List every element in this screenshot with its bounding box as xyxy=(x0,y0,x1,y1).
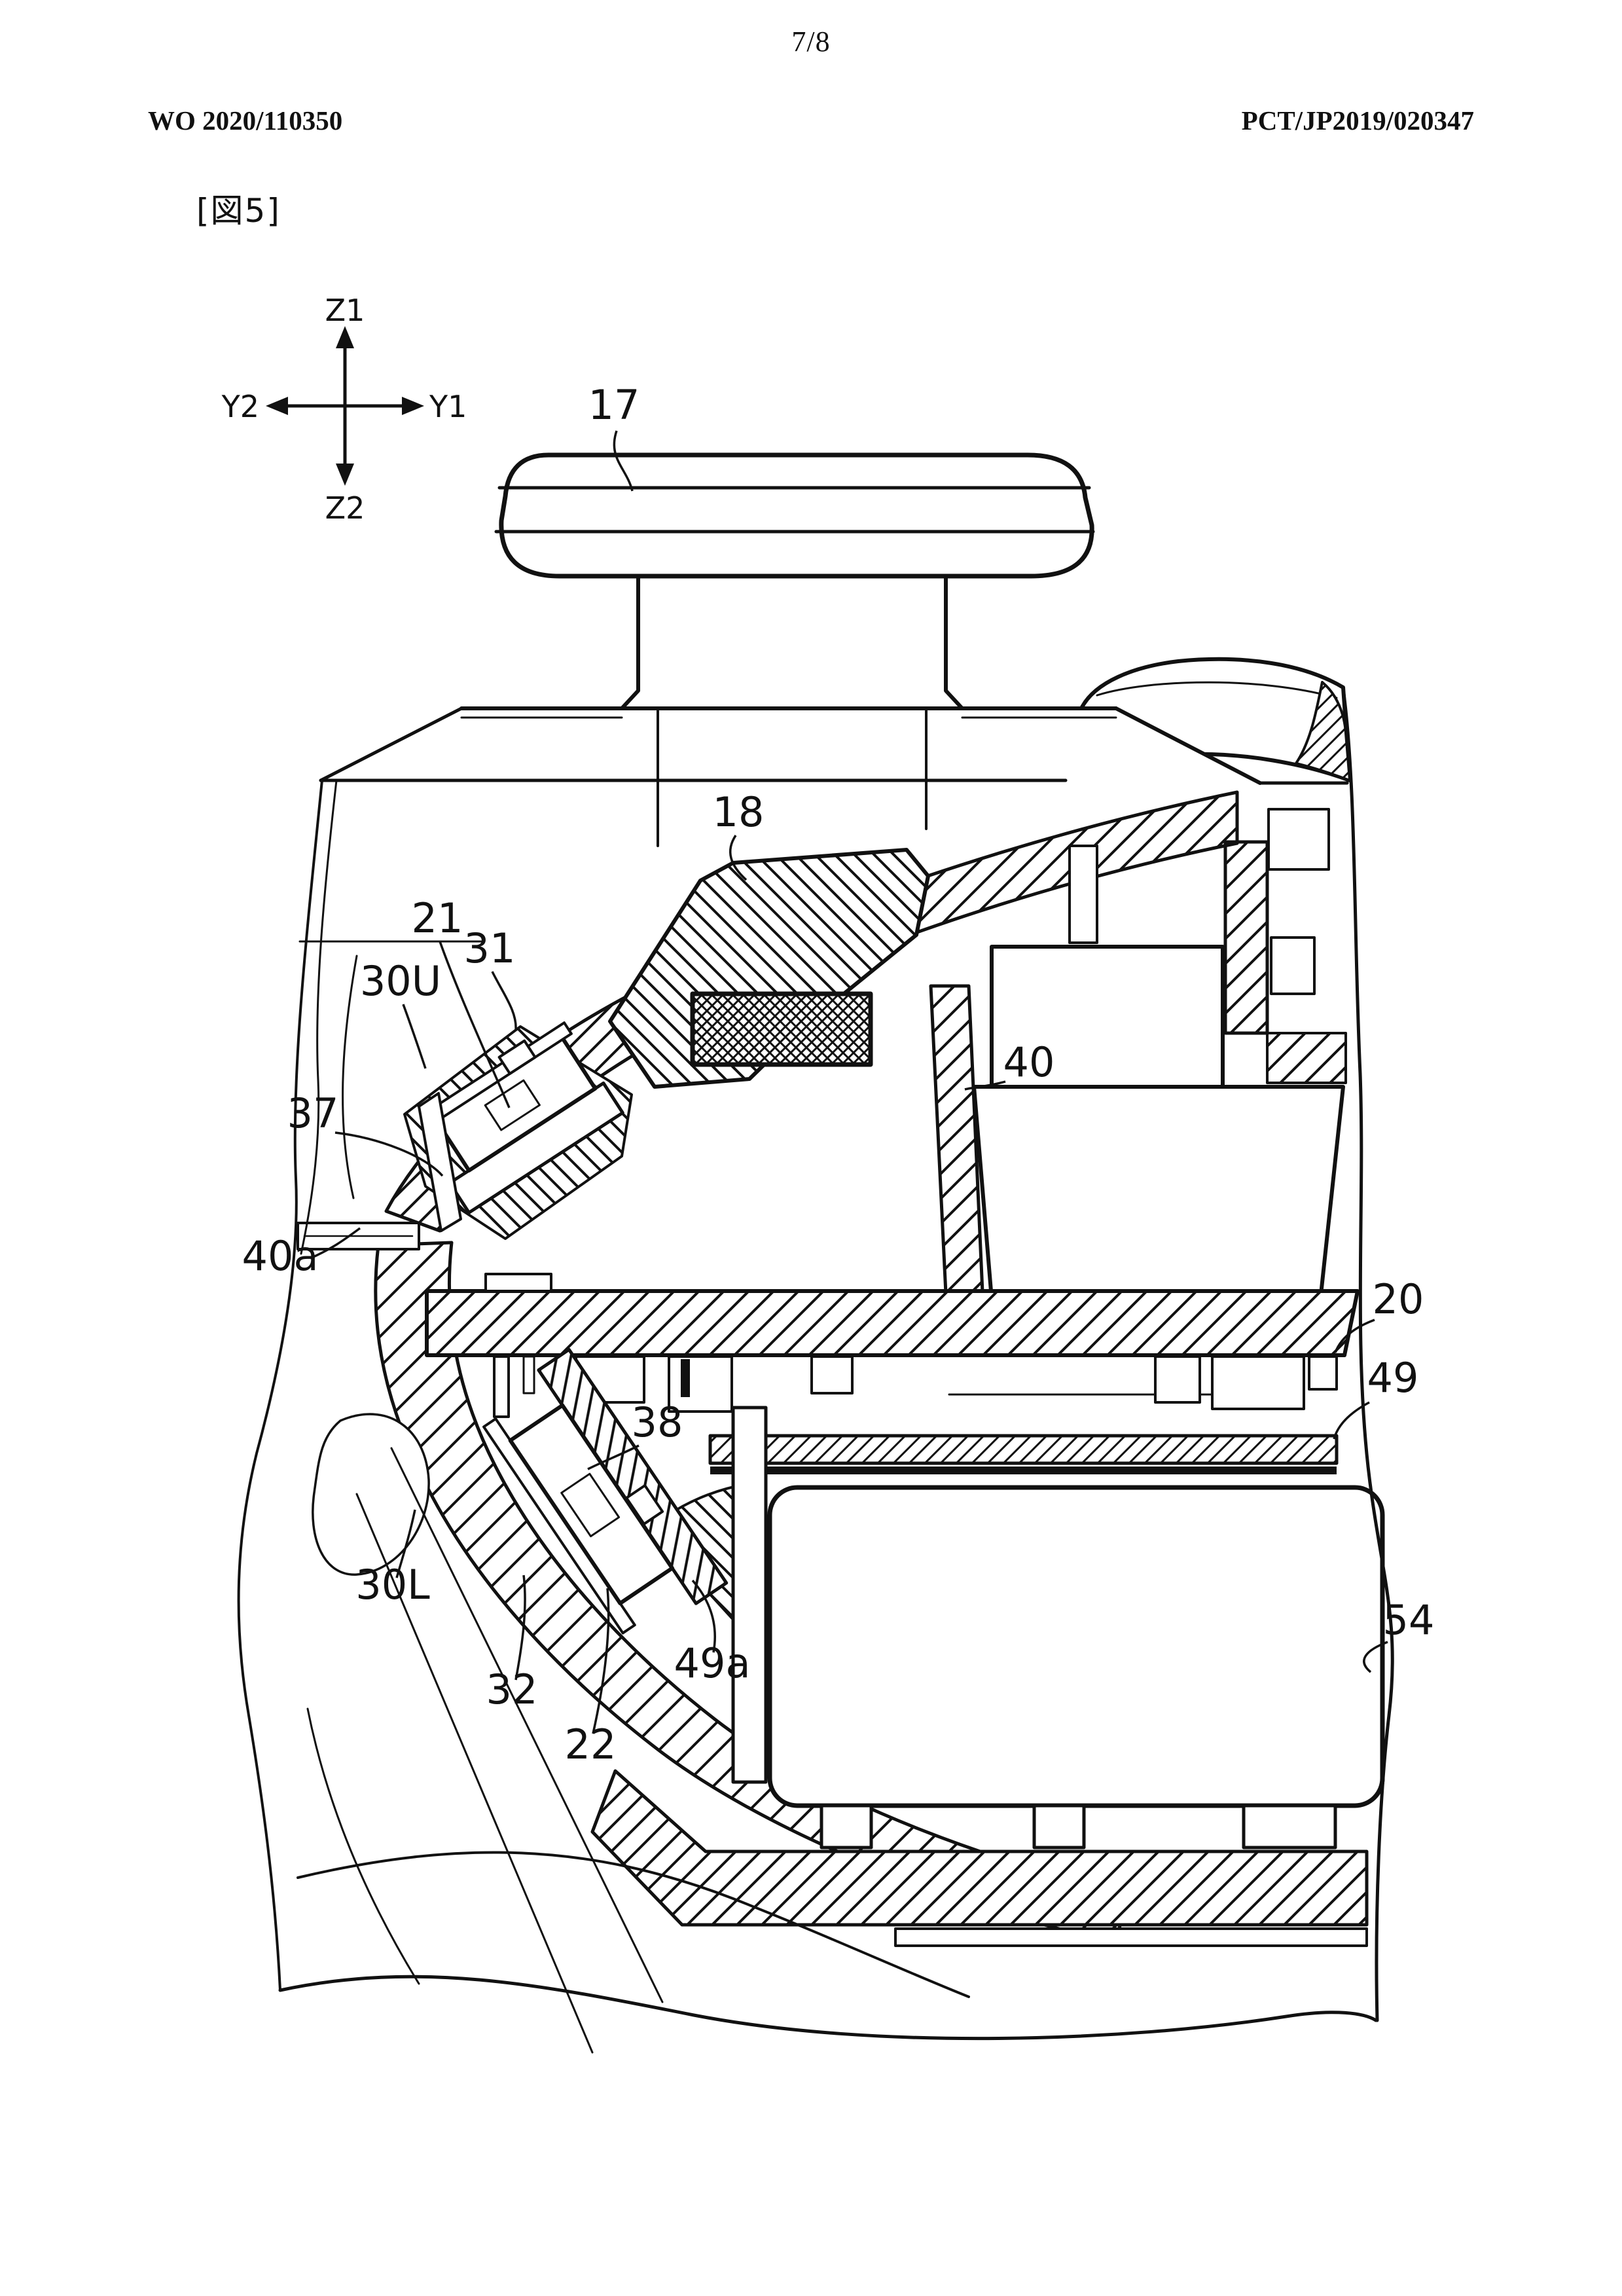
bottom-plate xyxy=(894,1927,1368,1947)
figure-tag: [図5] xyxy=(196,192,281,230)
leader-30u xyxy=(402,1004,427,1069)
break-line-right xyxy=(1341,687,1394,2022)
right-wall xyxy=(1223,808,1347,1084)
axis-label-y1: Y1 xyxy=(429,389,467,424)
leader-37 xyxy=(334,1131,444,1177)
joystick-cap xyxy=(494,452,1095,579)
reference-labels: 17 18 21 31 30U 37 40 40a 20 49 38 30L xyxy=(242,381,1435,1768)
switch-inner-detail xyxy=(484,1079,541,1131)
ref-label-31: 31 xyxy=(464,924,516,972)
ref-label-17: 17 xyxy=(588,381,640,429)
ref-label-37: 37 xyxy=(287,1089,339,1137)
figure-drawing xyxy=(237,452,1394,2054)
axis-arrow-right-icon xyxy=(402,397,424,415)
leader-30l xyxy=(395,1509,416,1578)
leader-21 xyxy=(439,941,511,1108)
wing-contour-line xyxy=(1096,681,1338,699)
leader-32 xyxy=(514,1575,526,1681)
bottom-bracket xyxy=(590,1769,1369,1947)
ref-label-49: 49 xyxy=(1367,1354,1419,1402)
lower-switch-assembly xyxy=(482,1347,729,1635)
key-top-18 xyxy=(608,848,930,1089)
grip-outline xyxy=(237,779,970,2054)
leader-20 xyxy=(1334,1319,1375,1353)
leader-31 xyxy=(491,971,517,1031)
ref-label-30l: 30L xyxy=(355,1561,430,1609)
ref-label-22: 22 xyxy=(565,1721,617,1768)
board-49 xyxy=(708,1434,1339,1474)
board-49-shield-line xyxy=(710,1467,1337,1474)
leader-18 xyxy=(729,835,748,881)
grip-blob xyxy=(312,1413,430,1576)
thin-column xyxy=(1068,845,1098,944)
frame-40 xyxy=(929,945,1345,1309)
application-number: PCT/JP2019/020347 xyxy=(1241,105,1474,136)
module-54-box xyxy=(767,1485,1385,1850)
axis-label-z2: Z2 xyxy=(325,490,365,526)
axis-label-z1: Z1 xyxy=(325,293,365,328)
axis-arrow-down-icon xyxy=(336,464,354,486)
joystick-stem xyxy=(620,574,964,847)
ref-label-49a: 49a xyxy=(674,1639,751,1687)
leader-17 xyxy=(613,430,634,492)
ref-label-40: 40 xyxy=(1003,1038,1055,1086)
leader-49 xyxy=(1333,1401,1370,1440)
board-20 xyxy=(425,1273,1360,1357)
axis-arrow-up-icon xyxy=(336,326,354,348)
ref-label-18: 18 xyxy=(713,788,765,836)
switch-unit-21 xyxy=(420,1021,624,1214)
switch-plunger xyxy=(497,1039,537,1075)
frame-40-lower-body xyxy=(972,1085,1345,1309)
axis-arrow-left-icon xyxy=(266,397,288,415)
holder-plate-37 xyxy=(418,1092,462,1232)
axis-indicator: Z1 Z2 Y2 Y1 xyxy=(221,293,467,526)
board-20-components xyxy=(493,1355,1338,1418)
leader-22 xyxy=(592,1588,610,1734)
ref-label-32: 32 xyxy=(486,1666,538,1713)
page-number: 7/8 xyxy=(791,26,831,58)
ref-label-40a: 40a xyxy=(242,1232,319,1280)
leader-40a xyxy=(310,1227,361,1260)
roof-left-slant-edge xyxy=(319,706,463,782)
frame-40-hatched-column xyxy=(929,984,985,1309)
grip-bottom-curve xyxy=(297,1851,970,1998)
ref-label-21: 21 xyxy=(412,894,463,942)
dense-block xyxy=(690,991,873,1067)
leader-38 xyxy=(587,1444,640,1470)
housing-roof xyxy=(298,706,1349,943)
axis-label-y2: Y2 xyxy=(221,389,259,424)
roof-right-slant-edge xyxy=(1114,706,1262,785)
module-left-wall xyxy=(731,1406,768,1784)
leader-54 xyxy=(1363,1641,1388,1673)
wing-hatched-end xyxy=(1295,681,1351,782)
leader-49a xyxy=(691,1579,716,1653)
ref-label-30u: 30U xyxy=(360,957,441,1005)
ref-label-54: 54 xyxy=(1383,1596,1435,1644)
ref-label-38: 38 xyxy=(632,1398,683,1446)
tab-40a xyxy=(297,1222,420,1250)
leader-40 xyxy=(964,1080,1006,1091)
ref-label-20: 20 xyxy=(1373,1275,1424,1323)
frame-40-upper-box xyxy=(990,945,1225,1089)
break-line-bottom xyxy=(278,1975,1378,2041)
publication-number: WO 2020/110350 xyxy=(148,105,343,136)
